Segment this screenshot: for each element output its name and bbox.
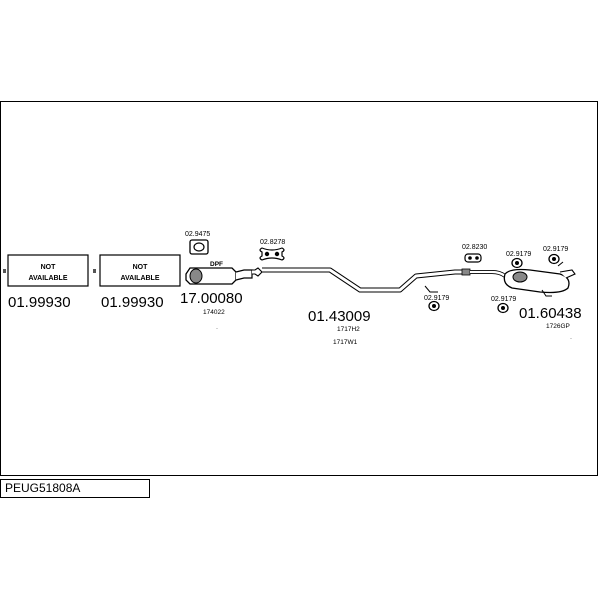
section-1[interactable]: NOT AVAILABLE 01.99930: [3, 254, 89, 311]
accessory-ref: 02.9179: [543, 246, 568, 253]
section-2[interactable]: NOT AVAILABLE 01.99930: [93, 254, 181, 311]
not-available-line2: AVAILABLE: [120, 275, 159, 282]
accessory-ref: 02.8278: [260, 239, 285, 246]
rubber-mount-icon[interactable]: 02.9179: [424, 295, 449, 312]
section-marker: [3, 269, 6, 273]
dpf-outlet: [235, 269, 253, 281]
part-number: 01.99930: [8, 294, 71, 311]
accessory-ref: 02.8230: [462, 244, 487, 251]
accessory-ref: 02.9179: [424, 295, 449, 302]
part-number: 01.43009: [308, 308, 371, 325]
rubber-mount-icon[interactable]: 02.9179: [491, 296, 516, 314]
pipe-inner: [262, 268, 470, 292]
tailpipe: [559, 269, 576, 279]
rubber-mount-icon[interactable]: 02.9179: [543, 246, 568, 265]
dpf-label: DPF: [210, 261, 223, 268]
part-number: 01.99930: [101, 294, 164, 311]
rubber-mount-icon[interactable]: 02.9179: [506, 251, 531, 269]
diagram-frame: [0, 101, 598, 476]
oem-ref: 1717W1: [333, 339, 358, 346]
clamp-icon[interactable]: 02.8230: [461, 244, 487, 276]
not-available-line1: NOT: [41, 264, 57, 271]
not-available-line2: AVAILABLE: [28, 275, 67, 282]
section-marker: [93, 269, 96, 273]
not-available-line1: NOT: [133, 264, 149, 271]
not-available-box: [7, 254, 89, 287]
accessory-ref: 02.9179: [491, 296, 516, 303]
oem-ref: 174022: [203, 309, 225, 316]
dot-mark: ·: [570, 336, 572, 342]
part-number: 17.00080: [180, 290, 243, 307]
section-3-dpf[interactable]: 02.9475 DPF 17.00080 174022 ·: [180, 231, 253, 332]
part-number: 01.60438: [519, 305, 582, 322]
muffler-body: [503, 268, 570, 294]
muffler-hanger: [541, 289, 552, 297]
clamp-icon[interactable]: 02.8278: [259, 239, 285, 261]
dpf-gasket-icon[interactable]: 02.9475: [185, 231, 210, 255]
accessory-ref: 02.9179: [506, 251, 531, 258]
section-4-pipe[interactable]: 01.43009 1717H2 1717W1: [252, 267, 470, 346]
oem-ref: 1726GP: [546, 323, 570, 330]
not-available-box: [99, 254, 181, 287]
accessory-ref: 02.9475: [185, 231, 210, 238]
pipe-flange: [252, 267, 263, 277]
dpf-inlet: [189, 268, 203, 284]
oem-ref: 1717H2: [337, 326, 360, 333]
dot-mark: ·: [216, 326, 218, 332]
diagram-code: PEUG51808A: [0, 479, 150, 498]
section-5-rear-muffler[interactable]: 01.60438 1726GP ·: [470, 261, 582, 342]
pipe-hanger: [424, 285, 438, 293]
